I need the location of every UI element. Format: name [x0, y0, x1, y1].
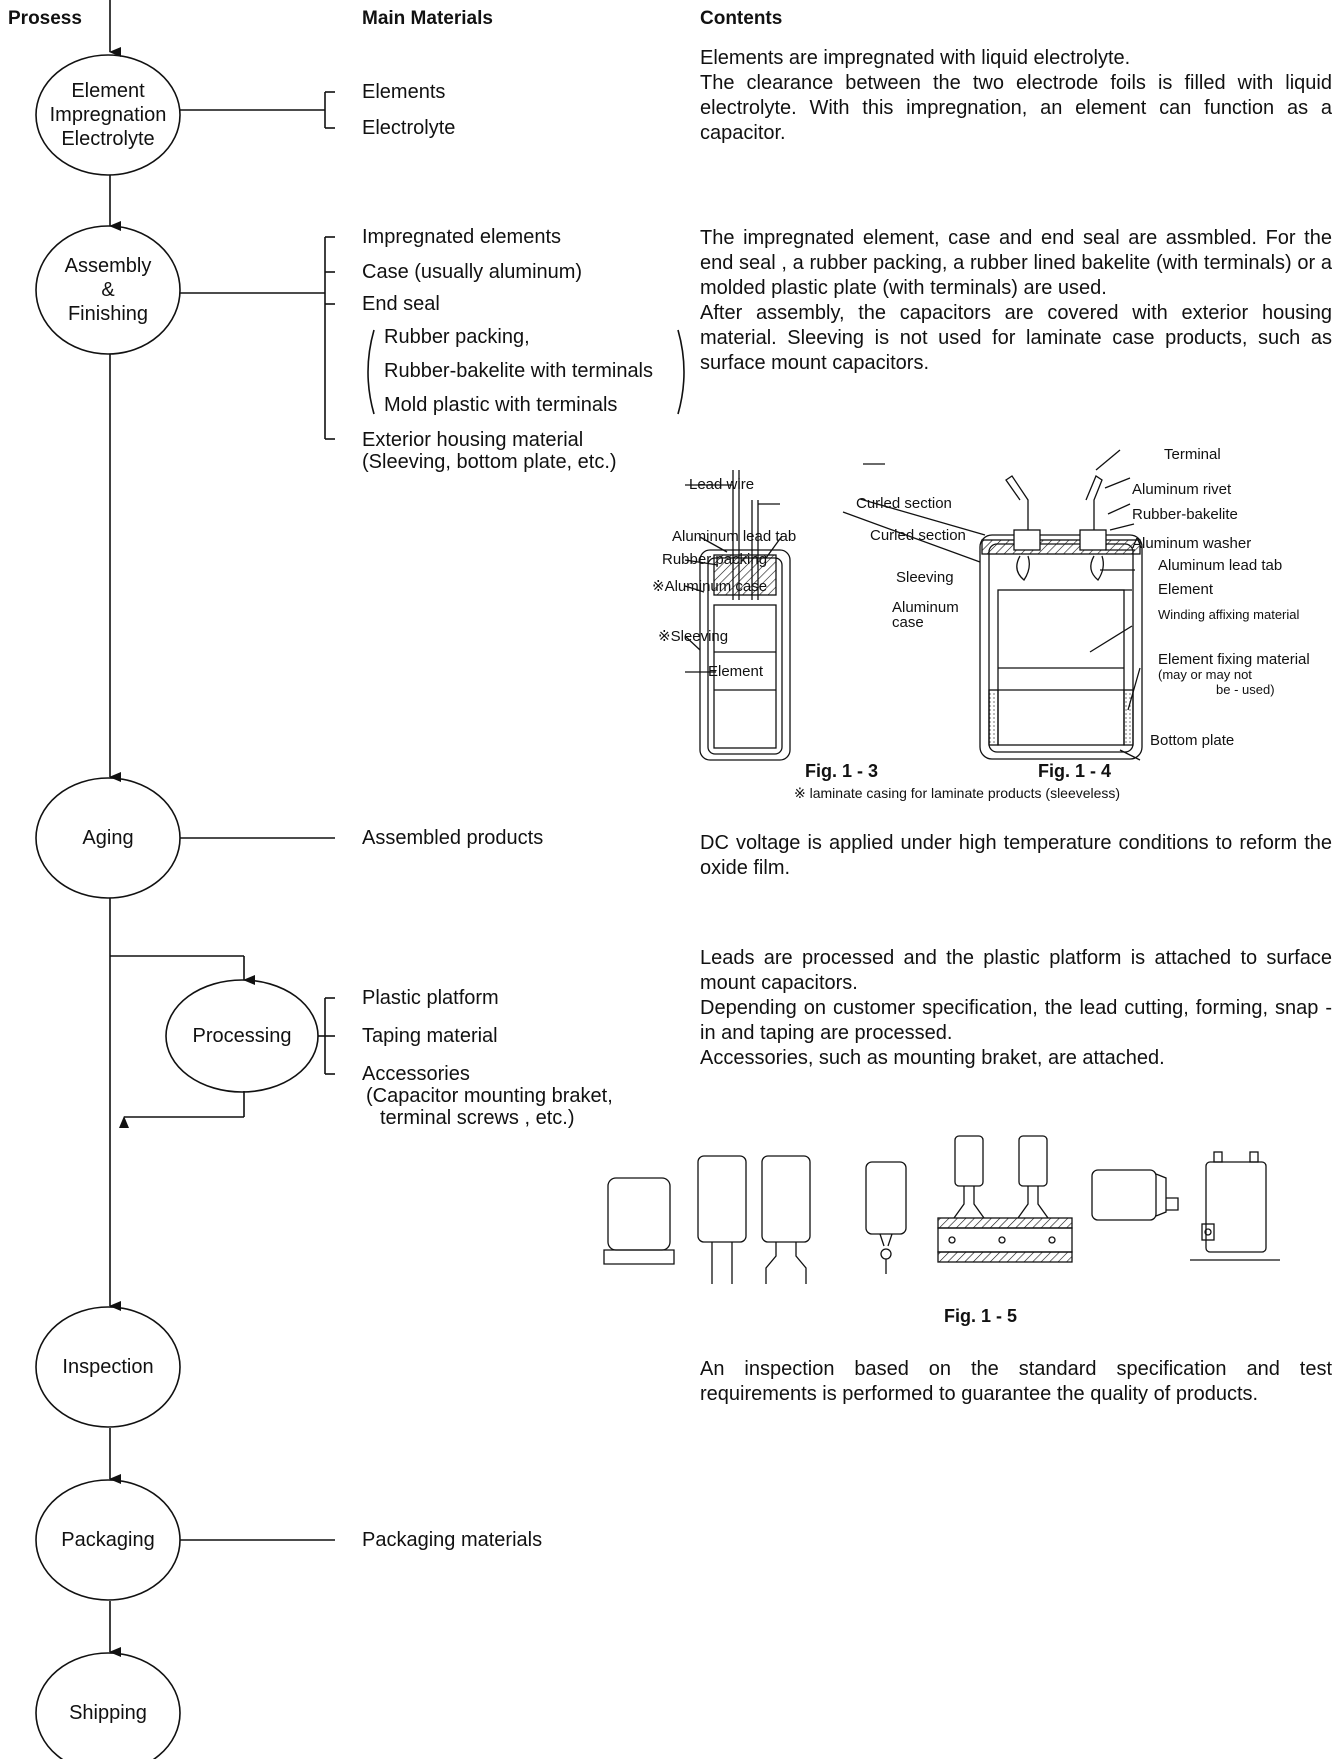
- fig13-label: Curled section: [856, 495, 952, 512]
- capacitor-form-variants-drawing: [603, 1135, 1280, 1284]
- smd-capacitor-shape: [607, 1177, 671, 1251]
- content-paragraph: Accessories, such as mounting braket, ar…: [700, 1047, 1165, 1069]
- fig14-label: Winding affixing material: [1158, 607, 1300, 622]
- node-label-inspection: Inspection: [62, 1356, 154, 1378]
- node-label-shipping: Shipping: [69, 1702, 147, 1724]
- contents-column-header: Contents: [700, 8, 783, 29]
- content-paragraph: Leads are processed and the plastic plat…: [700, 947, 1332, 994]
- content-paragraph: The clearance between the two electrode …: [700, 72, 1332, 144]
- end-seal-option: Rubber-bakelite with terminals: [384, 360, 654, 382]
- fig14-label: Aluminum lead tab: [1158, 557, 1283, 574]
- end-seal-option: Mold plastic with terminals: [384, 394, 618, 416]
- fig14-label-line: be - used): [1216, 682, 1275, 697]
- fig14-label-line: (may or may not: [1158, 667, 1252, 682]
- radial-capacitor-shape: [697, 1155, 747, 1243]
- material-line: (Capacitor mounting braket,: [366, 1085, 613, 1107]
- fig13-label: ※Sleeving: [658, 628, 729, 645]
- node-label-packaging: Packaging: [61, 1529, 155, 1551]
- figure-footnote: ※ laminate casing for laminate products …: [794, 785, 1121, 801]
- material-item: Elements: [362, 81, 446, 103]
- fig14-label: Aluminum rivet: [1132, 481, 1232, 498]
- node-label-line: Electrolyte: [61, 128, 155, 150]
- terminal-shape: [1085, 475, 1103, 540]
- node-shipping: [35, 1652, 181, 1759]
- fig14-label: Terminal: [1164, 446, 1221, 463]
- material-item: Electrolyte: [362, 117, 456, 139]
- fig13-caption: Fig. 1 - 3: [805, 761, 879, 781]
- fig14-label: Sleeving: [896, 569, 954, 586]
- content-paragraph: The impregnated element, case and end se…: [700, 227, 1332, 299]
- fig14-label-line: Element fixing material: [1158, 651, 1310, 668]
- end-seal-option: Rubber packing,: [384, 326, 530, 348]
- material-item: Impregnated elements: [362, 226, 562, 248]
- capacitor-cross-section-drawings: [684, 449, 1143, 761]
- node-label-line: &: [101, 279, 115, 301]
- content-processing: Leads are processed and the plastic plat…: [700, 946, 1332, 1071]
- fig15-caption: Fig. 1 - 5: [944, 1306, 1018, 1326]
- node-label-assembly-finishing: Assembly & Finishing: [36, 254, 180, 326]
- material-item: Packaging materials: [362, 1529, 543, 1551]
- material-item: Exterior housing material (Sleeving, bot…: [362, 429, 617, 473]
- fig14-caption: Fig. 1 - 4: [1038, 761, 1112, 781]
- material-item: Taping material: [362, 1025, 498, 1047]
- fig14-label: Aluminum case: [892, 600, 959, 630]
- fig14-label: Element: [1158, 581, 1214, 598]
- content-paragraph: Elements are impregnated with liquid ele…: [700, 47, 1131, 69]
- element-shape: [713, 604, 777, 749]
- material-item: Assembled products: [362, 827, 544, 849]
- node-label-line: Assembly: [64, 255, 152, 277]
- process-column-header: Prosess: [8, 8, 82, 29]
- node-label-line: Finishing: [67, 303, 149, 325]
- fig13-label: Rubber packing: [662, 551, 768, 568]
- fig13-label: Aluminum lead tab: [672, 528, 797, 545]
- fig14-label-line: case: [892, 614, 924, 631]
- material-item: End seal: [362, 293, 440, 315]
- fig14-label: Curled section: [870, 527, 966, 544]
- node-label-processing: Processing: [192, 1025, 292, 1047]
- fig14-label: Aluminum washer: [1132, 535, 1252, 552]
- material-line: Exterior housing material: [362, 429, 584, 451]
- fig14-label: Element fixing material (may or may not …: [1158, 652, 1310, 697]
- node-inspection: [35, 1306, 181, 1428]
- content-element-impregnation: Elements are impregnated with liquid ele…: [700, 46, 1332, 146]
- node-label-line: Element: [71, 80, 145, 102]
- fig13-label: ※Aluminum case: [652, 578, 768, 595]
- terminal-shape: [1005, 475, 1029, 540]
- node-label-aging: Aging: [82, 827, 134, 849]
- fig14-label: Bottom plate: [1150, 732, 1235, 749]
- content-inspection: An inspection based on the standard spec…: [700, 1357, 1332, 1407]
- material-item: Plastic platform: [362, 987, 499, 1009]
- node-label-element-impregnation: Element Impregnation Electrolyte: [36, 79, 180, 151]
- node-assembly-finishing: [35, 225, 181, 355]
- node-label-line: Impregnation: [49, 104, 167, 126]
- material-item: (Capacitor mounting braket, terminal scr…: [366, 1085, 613, 1129]
- fig14-label: Rubber-bakelite: [1132, 506, 1238, 523]
- node-element-impregnation: [35, 54, 181, 176]
- content-assembly-finishing: The impregnated element, case and end se…: [700, 226, 1332, 376]
- aluminum-case-outline: [699, 549, 791, 761]
- content-paragraph: An inspection based on the standard spec…: [700, 1358, 1332, 1405]
- material-line: terminal screws , etc.): [380, 1107, 575, 1129]
- aluminum-case-outline: [979, 534, 1143, 760]
- materials-column-header: Main Materials: [362, 8, 493, 29]
- material-item: Case (usually aluminum): [362, 261, 583, 283]
- material-item: Accessories: [362, 1063, 470, 1085]
- fig13-label: Element: [708, 663, 764, 680]
- content-paragraph: Depending on customer specification, the…: [700, 997, 1332, 1044]
- fig14-label-line: Aluminum: [892, 599, 959, 616]
- content-aging: DC voltage is applied under high tempera…: [700, 831, 1332, 881]
- content-paragraph: DC voltage is applied under high tempera…: [700, 832, 1332, 879]
- fig13-label: Lead wire: [689, 476, 755, 493]
- material-line: (Sleeving, bottom plate, etc.): [362, 451, 617, 473]
- content-paragraph: After assembly, the capacitors are cover…: [700, 302, 1332, 374]
